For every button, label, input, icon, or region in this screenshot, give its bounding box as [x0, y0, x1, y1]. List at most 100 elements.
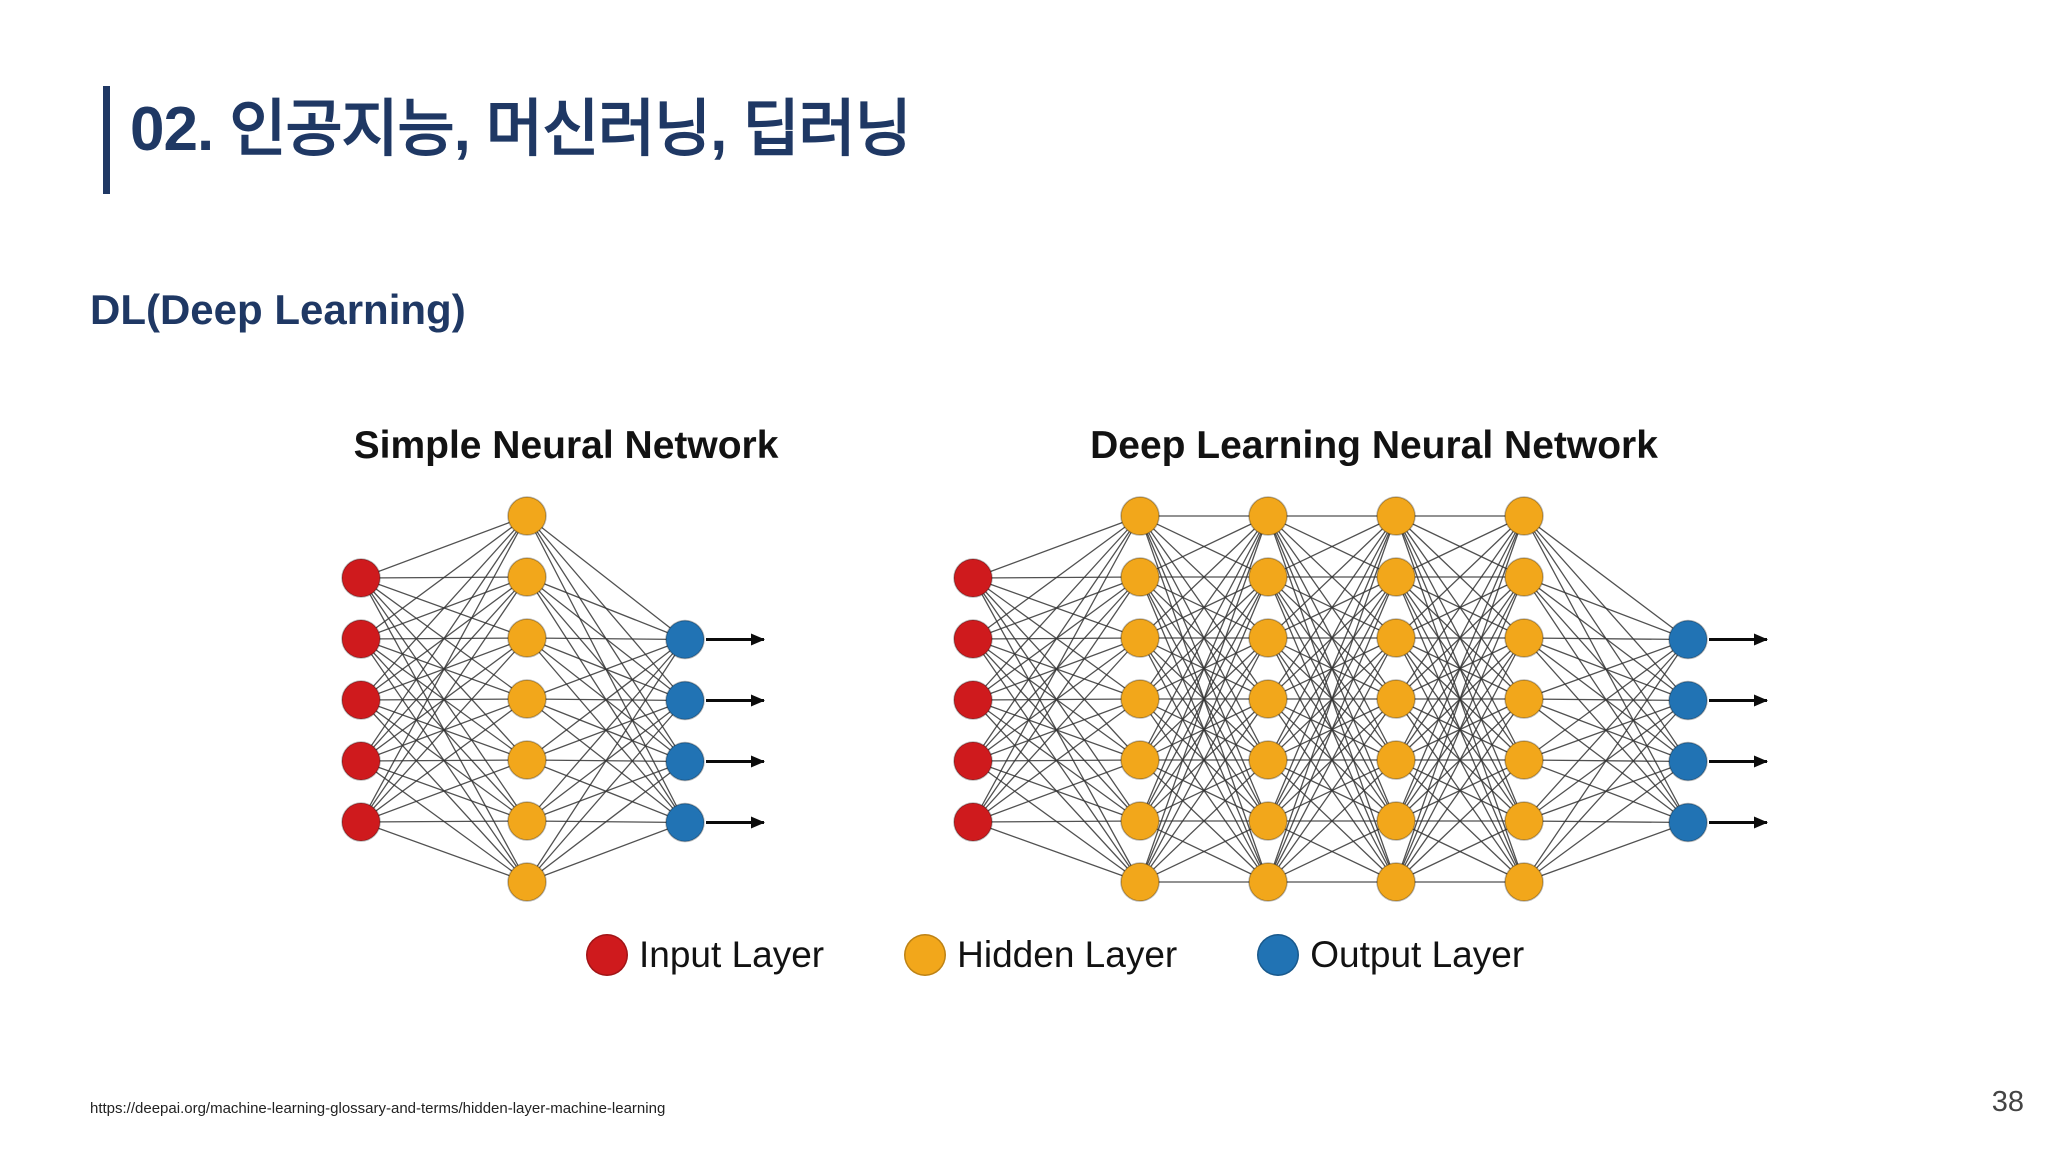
input-layer-dot-icon	[586, 934, 628, 976]
network-edge	[972, 698, 1141, 823]
network-node	[1120, 496, 1160, 536]
network-edge	[526, 637, 686, 641]
network-node	[1120, 801, 1160, 841]
hidden-layer-dot-icon	[904, 934, 947, 976]
network-edge	[360, 637, 528, 823]
network-edge	[1139, 515, 1269, 578]
network-node	[507, 679, 547, 719]
network-edge	[1395, 515, 1525, 639]
network-node	[507, 740, 547, 780]
network-edge	[1267, 576, 1397, 883]
network-node	[341, 619, 381, 659]
network-edge	[1139, 820, 1269, 883]
network-edge	[526, 760, 686, 883]
network-edge	[1267, 515, 1397, 578]
network-edge	[972, 820, 1141, 823]
network-edge	[972, 576, 1141, 823]
network-node	[507, 496, 547, 536]
slide-subtitle: DL(Deep Learning)	[90, 286, 466, 333]
network-edge	[1139, 759, 1269, 883]
network-node	[1248, 862, 1288, 902]
simple-network-title: Simple Neural Network	[353, 424, 779, 467]
network-edge	[1139, 515, 1269, 700]
network-node	[341, 558, 381, 598]
network-node	[1120, 740, 1160, 780]
network-node	[1376, 740, 1416, 780]
network-edge	[1267, 637, 1397, 883]
network-node	[1120, 557, 1160, 597]
deep-network-title: Deep Learning Neural Network	[1090, 424, 1658, 467]
legend: Input Layer Hidden Layer Output Layer	[586, 934, 1524, 976]
network-node	[953, 802, 993, 842]
network-edge	[972, 515, 1141, 579]
network-edge	[360, 515, 528, 823]
network-edge	[972, 515, 1141, 640]
network-edge	[1523, 700, 1689, 883]
network-edge	[360, 515, 528, 640]
network-node	[1248, 801, 1288, 841]
network-edge	[1523, 821, 1689, 883]
network-node	[1504, 557, 1544, 597]
network-edge	[1395, 515, 1525, 761]
network-edge	[1395, 637, 1525, 883]
network-edge	[972, 515, 1141, 762]
network-edge	[526, 638, 686, 700]
network-nodes	[341, 496, 1708, 902]
network-node	[507, 862, 547, 902]
network-edge	[360, 759, 528, 823]
network-node	[1504, 679, 1544, 719]
network-edge	[360, 515, 528, 701]
network-node	[1376, 801, 1416, 841]
network-node	[507, 801, 547, 841]
network-edge	[1395, 515, 1525, 578]
network-edge	[360, 576, 528, 823]
network-edge	[1395, 515, 1525, 700]
network-node	[1248, 557, 1288, 597]
network-node	[1504, 496, 1544, 536]
network-edge	[1267, 515, 1397, 639]
legend-item-output: Output Layer	[1257, 934, 1524, 976]
title-accent-bar	[103, 86, 110, 194]
network-edges	[360, 515, 1689, 883]
network-edge	[1395, 576, 1525, 883]
network-node	[953, 558, 993, 598]
network-edge	[1267, 515, 1397, 700]
network-node	[1504, 862, 1544, 902]
network-node	[1376, 557, 1416, 597]
network-node	[1120, 862, 1160, 902]
network-edge	[1523, 639, 1689, 883]
network-edge	[1139, 637, 1269, 883]
network-edge	[1139, 515, 1269, 639]
network-node	[665, 680, 705, 721]
network-edge	[1267, 515, 1397, 822]
network-edge	[1267, 515, 1397, 883]
network-edge	[972, 515, 1141, 823]
network-edge	[1523, 576, 1689, 641]
network-node	[341, 741, 381, 781]
network-edge	[1139, 698, 1269, 883]
network-node	[1248, 496, 1288, 536]
legend-item-input: Input Layer	[586, 934, 824, 976]
network-edge	[1139, 515, 1269, 822]
network-edge	[1395, 515, 1525, 822]
network-edge	[360, 820, 528, 823]
network-node	[953, 680, 993, 720]
network-node	[1668, 619, 1708, 660]
network-node	[665, 619, 705, 660]
network-edge	[972, 759, 1141, 823]
network-node	[1120, 679, 1160, 719]
legend-label-hidden: Hidden Layer	[957, 934, 1178, 975]
network-edge	[1523, 638, 1689, 700]
network-node	[1376, 496, 1416, 536]
network-edge	[526, 576, 686, 641]
network-edge	[360, 698, 528, 823]
network-edge	[1523, 638, 1689, 761]
network-edge	[1395, 759, 1525, 883]
network-edge	[1395, 698, 1525, 883]
slide-title: 02. 인공지능, 머신러닝, 딥러닝	[130, 95, 912, 164]
network-node	[665, 802, 705, 843]
network-node	[1248, 679, 1288, 719]
network-node	[1668, 680, 1708, 721]
network-node	[341, 680, 381, 720]
